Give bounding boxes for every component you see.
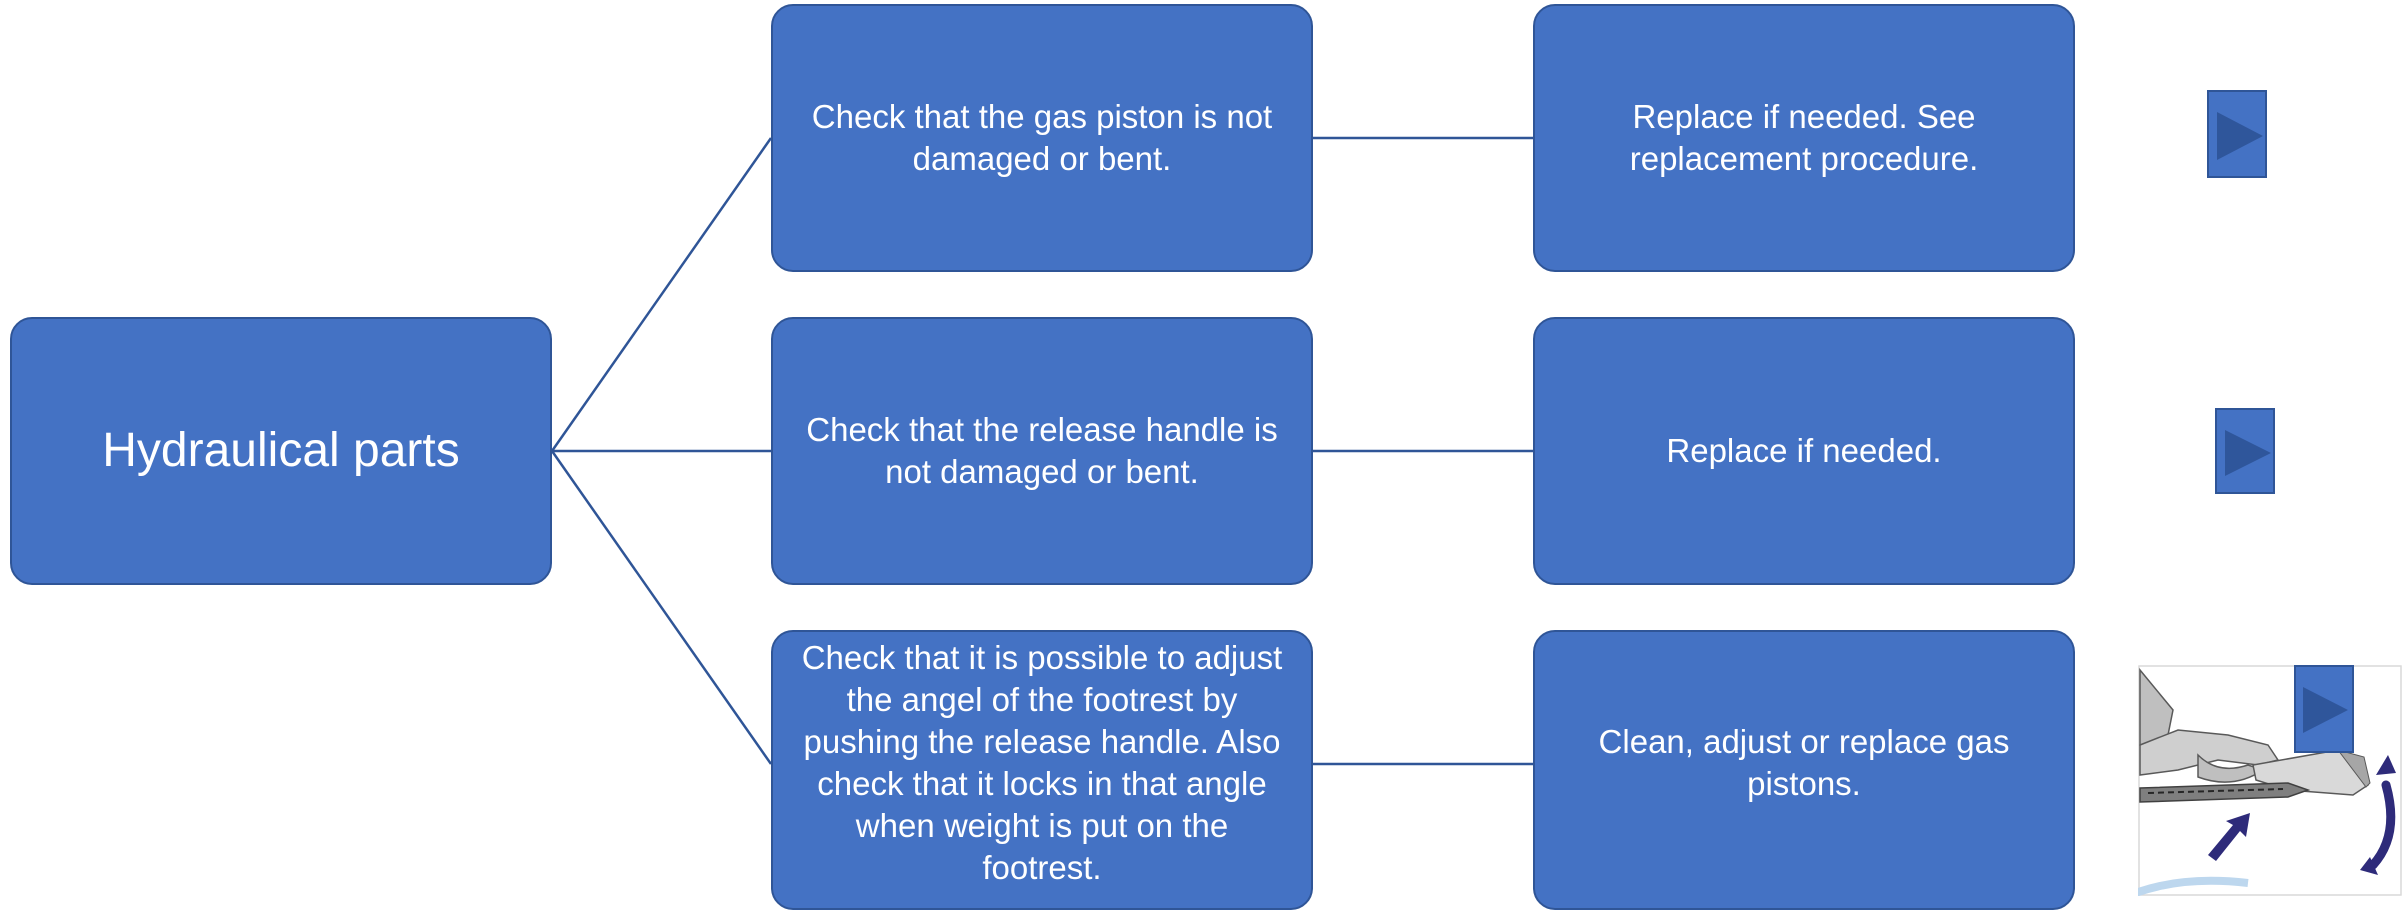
check-node-footrest-angle: Check that it is possible to adjust the … [771,630,1313,910]
footrest-illustration [2138,665,2402,896]
play-button-icon [2303,687,2348,733]
action-node-replace: Replace if needed. [1533,317,2075,585]
play-button-icon [2217,112,2263,160]
connector-root-row1 [550,137,773,452]
play-button-icon [2225,430,2271,476]
root-node-hydraulical-parts: Hydraulical parts [10,317,552,585]
check-node-gas-piston: Check that the gas piston is not damaged… [771,4,1313,272]
check-node-release-handle: Check that the release handle is not dam… [771,317,1313,585]
connector-root-row3 [550,450,773,765]
action-node-replace-procedure: Replace if needed. See replacement proce… [1533,4,2075,272]
play-button-row2[interactable] [2215,408,2275,494]
action-node-clean-adjust-replace: Clean, adjust or replace gas pistons. [1533,630,2075,910]
play-button-row1[interactable] [2207,90,2267,178]
